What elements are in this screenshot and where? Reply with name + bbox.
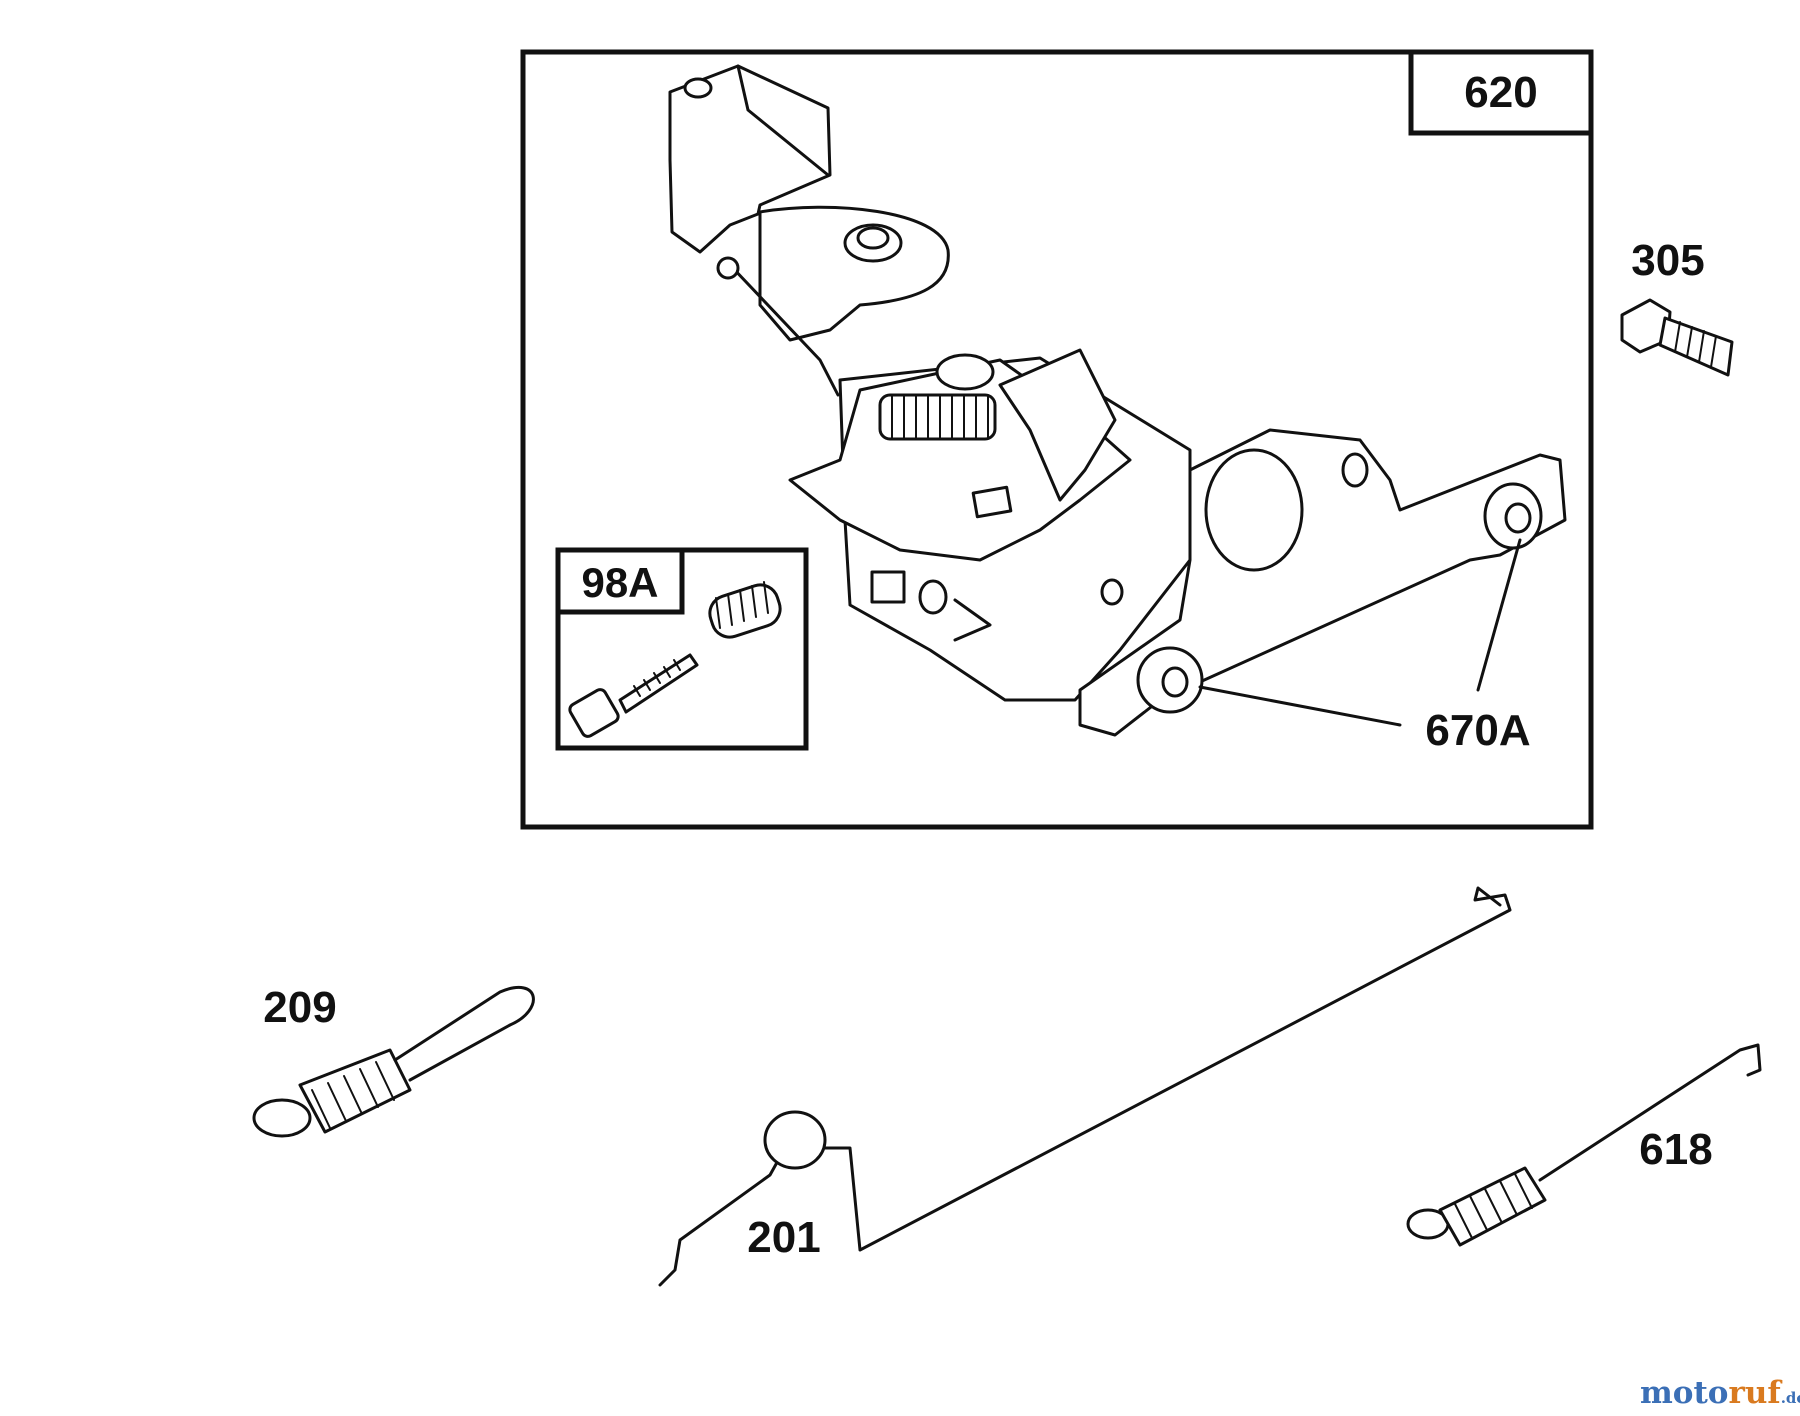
part-label-620: 620 <box>1464 68 1537 117</box>
watermark: motoruf.de <box>1640 1375 1800 1411</box>
base-plate-hole <box>1341 452 1369 488</box>
bolt-threads <box>1674 321 1717 368</box>
screw-head <box>568 688 620 738</box>
bolt-shank <box>1658 316 1734 377</box>
upper-lever-arm <box>668 64 832 254</box>
inset-98a: 98A <box>555 547 809 751</box>
watermark-part2: ruf <box>1728 1375 1782 1411</box>
part-305-bolt: 305 <box>1620 236 1734 377</box>
front-square-opening <box>870 570 906 604</box>
assembly-frame <box>520 49 1594 830</box>
link-rod <box>728 263 840 397</box>
watermark-part1: moto <box>1640 1375 1728 1411</box>
part-label-98a: 98A <box>581 559 658 606</box>
part-209-spring: 209 <box>252 983 535 1138</box>
part-201-rod: 201 <box>658 886 1512 1287</box>
lever-bend <box>736 64 830 177</box>
spring-209-end-loop <box>252 1098 312 1138</box>
small-spring <box>708 583 782 639</box>
pivot-top <box>856 226 890 250</box>
leader-670a-left <box>1198 685 1402 727</box>
part-label-201: 201 <box>747 1213 820 1262</box>
governor-spring <box>878 393 997 441</box>
spring-coils <box>891 394 989 440</box>
spring-209-hook <box>393 985 535 1082</box>
base-plate-opening <box>1204 448 1304 572</box>
spring-209-coils <box>311 1061 395 1129</box>
base-plate <box>1078 428 1567 737</box>
screw-shank <box>618 653 699 714</box>
lever-hole <box>683 77 713 99</box>
side-hole <box>1100 578 1124 606</box>
part-label-209: 209 <box>263 983 336 1032</box>
right-bracket <box>998 348 1117 502</box>
mount-boss-left-hole <box>1161 666 1189 698</box>
label-box-620 <box>1408 49 1594 136</box>
part-label-618: 618 <box>1639 1125 1712 1174</box>
watermark-text: motoruf.de <box>1640 1375 1800 1411</box>
inset-label-box <box>555 547 685 615</box>
top-knob <box>935 353 995 391</box>
leader-670a-right <box>1476 538 1522 692</box>
spring-body <box>878 393 997 441</box>
assembly-620: 620 <box>520 49 1594 830</box>
pivot-plate <box>758 205 950 342</box>
front-hole <box>918 579 948 615</box>
spring-209-body <box>298 1048 412 1134</box>
rod-201-wire <box>658 886 1512 1287</box>
spring-618-hook <box>1538 1043 1762 1182</box>
part-label-670a: 670A <box>1425 706 1530 755</box>
spring-618-coils <box>1454 1173 1533 1239</box>
watermark-part3: .de <box>1781 1389 1800 1407</box>
small-spring-coils <box>715 581 769 629</box>
control-bracket-drawing <box>668 64 1567 737</box>
link-rod-end <box>716 256 740 280</box>
mount-boss-right-hole <box>1504 502 1532 534</box>
front-chevron <box>953 598 992 642</box>
part-618-spring: 618 <box>1406 1043 1762 1247</box>
deck-slot <box>971 485 1013 519</box>
part-label-305: 305 <box>1631 236 1704 285</box>
screw-threads <box>633 659 681 697</box>
rod-201-loop <box>763 1110 827 1170</box>
